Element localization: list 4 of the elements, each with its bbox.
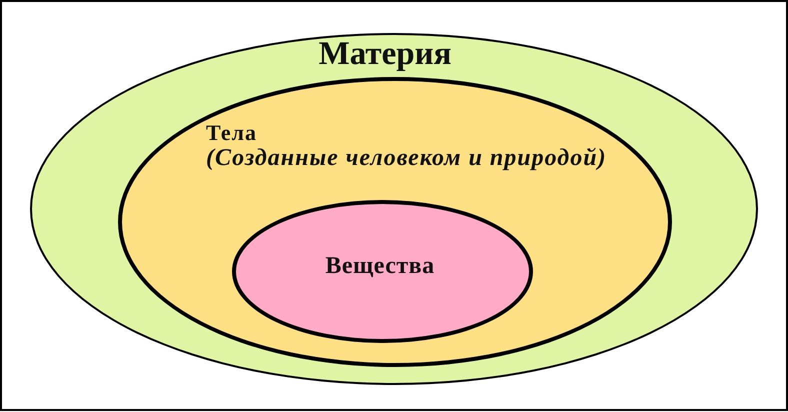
region-heading: Материя bbox=[318, 36, 452, 74]
region-heading: Тела bbox=[206, 120, 257, 146]
region-heading: Вещества bbox=[325, 253, 435, 281]
region-description: (Созданные человеком и природой) bbox=[206, 145, 607, 173]
